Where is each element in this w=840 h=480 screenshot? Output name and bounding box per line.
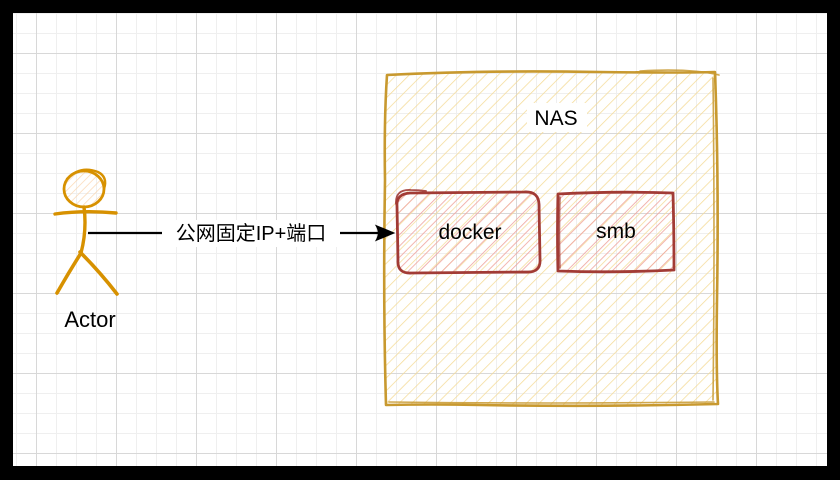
actor-leg-left: [55, 251, 83, 295]
connector-arrow[interactable]: 公网固定IP+端口: [88, 220, 396, 247]
node-smb[interactable]: smb: [556, 190, 676, 274]
actor-leg-right: [78, 250, 119, 296]
connector-label-bg: [162, 220, 340, 247]
actor-figure[interactable]: Actor: [53, 168, 119, 332]
nas-label-bg: [527, 103, 587, 132]
docker-box-overdraw: [395, 189, 541, 213]
connector-label: 公网固定IP+端口: [176, 222, 327, 245]
connector-arrowhead: [374, 224, 396, 242]
node-docker[interactable]: docker: [395, 189, 542, 275]
nas-box-overdraw: [388, 69, 720, 404]
smb-label: smb: [596, 220, 636, 243]
actor-head-overdraw: [65, 168, 107, 191]
nas-box: [382, 70, 720, 408]
actor-label: Actor: [64, 307, 115, 332]
smb-box: [556, 190, 676, 274]
nas-label: NAS: [534, 107, 577, 130]
smb-box-overdraw: [558, 196, 561, 269]
docker-label: docker: [438, 221, 501, 244]
actor-body: [79, 205, 87, 255]
nas-container[interactable]: NAS: [382, 69, 720, 408]
